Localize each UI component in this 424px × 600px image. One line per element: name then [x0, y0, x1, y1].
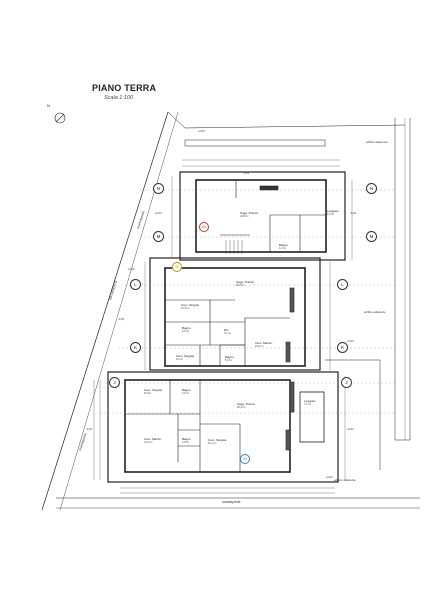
level-mark: -0,02 — [350, 212, 356, 215]
level-mark: -0,03 — [243, 172, 249, 175]
plan-scale: Scala 1:100 — [104, 95, 134, 101]
unit-middle — [149, 257, 321, 371]
room-label: Cam. Matrim.14,2 m² — [144, 437, 162, 444]
axis-right-j: J — [341, 377, 352, 388]
site-boundary-top — [167, 111, 406, 129]
unit-badge-01: 01 — [199, 222, 209, 232]
axis-left-m: M — [153, 231, 164, 242]
axis-right-k: K — [337, 342, 348, 353]
axis-left-l: L — [130, 279, 141, 290]
adjacent-building — [394, 118, 411, 441]
adjacent-building-bottom: edificio adiacente — [334, 478, 356, 482]
axis-left-n: N — [153, 183, 164, 194]
axis-right-n: N — [366, 183, 377, 194]
level-mark: +0,00 — [128, 268, 135, 271]
site-boundary-left — [41, 111, 169, 511]
level-mark: -0,05 — [118, 318, 124, 321]
axis-right-m: M — [366, 231, 377, 242]
axis-right-l: L — [337, 279, 348, 290]
north-arrow — [54, 112, 66, 124]
unit-top — [179, 171, 346, 261]
level-mark: +0,00 — [198, 130, 205, 133]
level-mark: +0,00 — [326, 476, 333, 479]
unit-lower — [107, 371, 339, 483]
level-mark: +0,02 — [347, 428, 354, 431]
plan-title: PIANO TERRA — [92, 83, 157, 93]
level-mark: -0,02 — [86, 428, 92, 431]
axis-left-k: K — [130, 342, 141, 353]
adjacent-building-mid: edificio adiacente — [364, 310, 386, 314]
north-label: N — [47, 103, 50, 108]
unit-badge-03: 03 — [240, 454, 250, 464]
adjacent-building-top: edificio adiacente — [366, 140, 388, 144]
room-label: Dis.3,1 m² — [224, 328, 232, 335]
unit-badge-02: 02 — [172, 262, 182, 272]
room-label: Cam. Matrim.15,0 m² — [255, 341, 273, 348]
axis-left-j: J — [109, 377, 120, 388]
level-mark: +0,03 — [155, 212, 162, 215]
sidewalk-bottom: marciapiede — [222, 500, 241, 504]
level-mark: +0,00 — [347, 340, 354, 343]
